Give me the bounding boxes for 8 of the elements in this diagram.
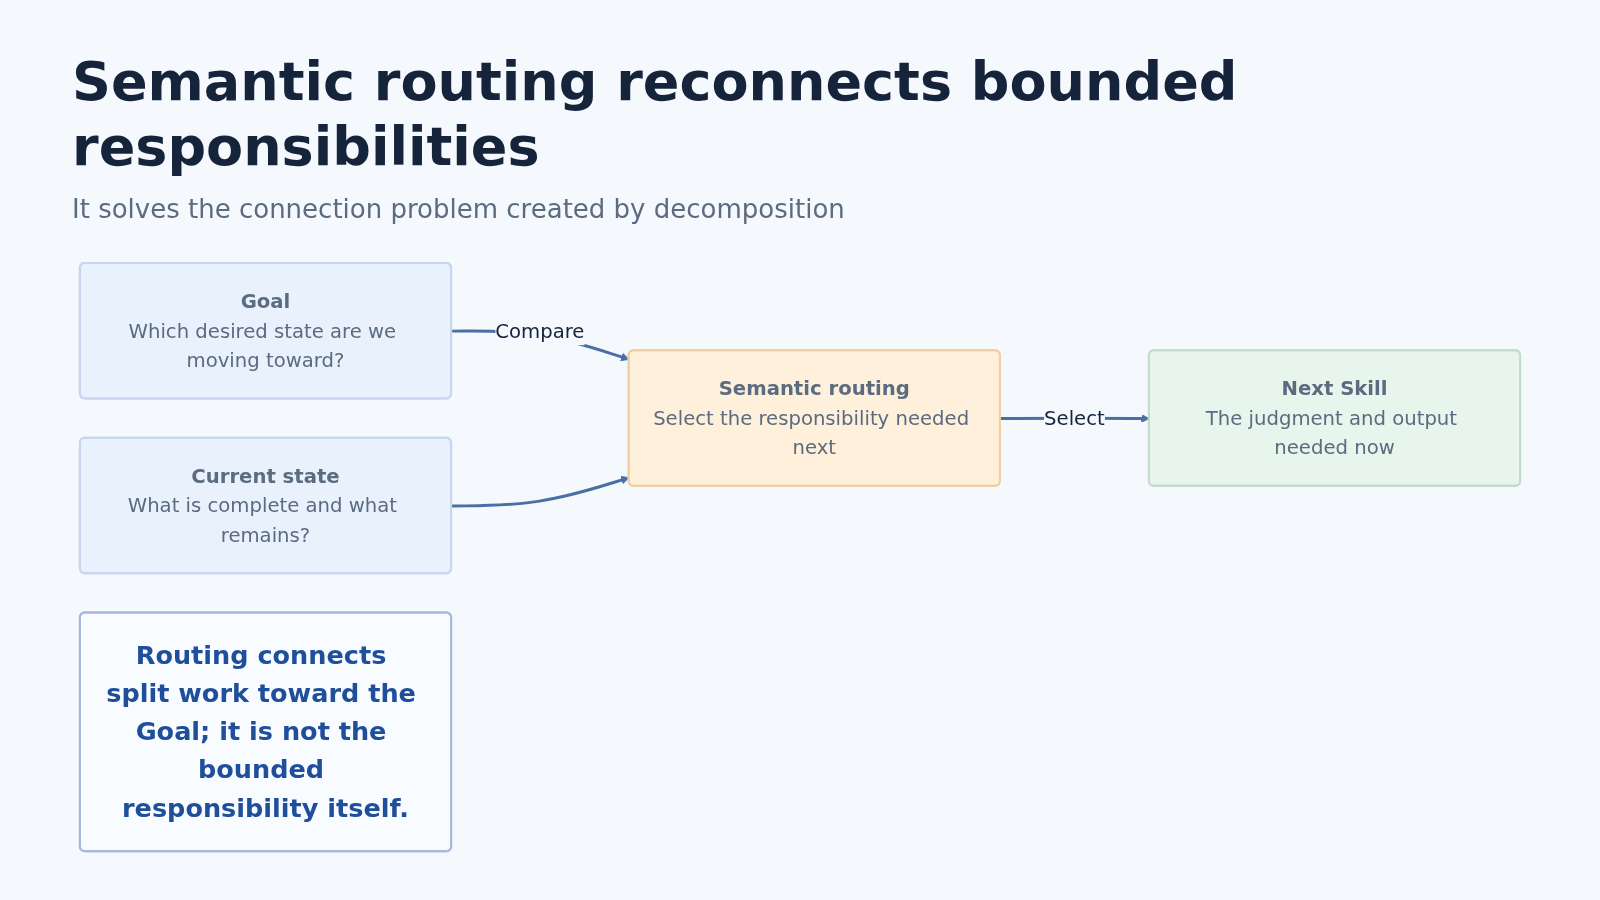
process-box: Routing connects split work toward the Goal; it is not the bounded responsibility itself.: [78, 611, 453, 852]
arrow: [451, 475, 630, 508]
subtitle: It solves the connection problem created by decomposition: [72, 193, 846, 224]
process-box: Semantic routing Select the responsibility needed next: [627, 349, 1001, 487]
title: Semantic routing reconnects bounded responsibilities: [72, 50, 1239, 180]
process-box: Goal Which desired state are we moving toward?: [78, 261, 453, 400]
process-box: Next Skill The judgment and output needed now: [1147, 349, 1522, 487]
process-box: Current state What is complete and what remains?: [78, 436, 453, 574]
